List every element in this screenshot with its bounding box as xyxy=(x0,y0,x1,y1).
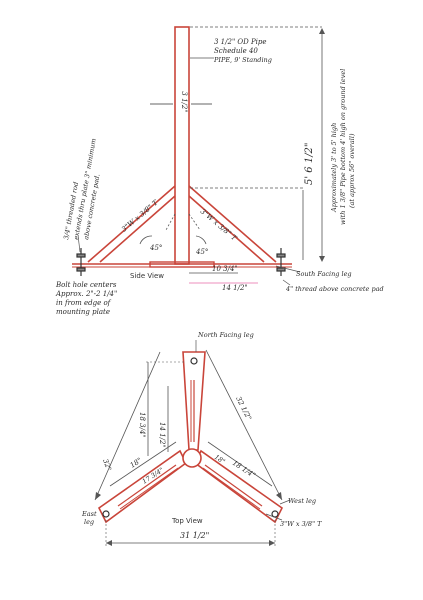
pipe-width-label: 3 1/2" xyxy=(180,91,188,112)
base-width-arrow-right xyxy=(269,540,275,546)
diag-left-arrow xyxy=(95,492,101,500)
side-view-title: Side View xyxy=(130,272,164,280)
north-leg-label: North Facing leg xyxy=(197,331,254,339)
east-arm-slot-2 xyxy=(119,467,179,510)
center-pipe xyxy=(182,448,202,468)
north-arm xyxy=(182,351,206,451)
arm-right-inner-label: 18" xyxy=(213,453,227,466)
base-outer-label: 14 1/2" xyxy=(222,284,248,292)
right-angle-label: 45° xyxy=(195,248,208,256)
east-leg-label-2: leg xyxy=(84,518,94,526)
bolt-centers-3: in from edge of xyxy=(56,299,112,307)
right-leg-inner xyxy=(188,195,265,263)
left-arm-dim xyxy=(109,441,177,487)
bolt-centers-4: mounting plate xyxy=(56,308,110,316)
diag-lower-left-label: 32" xyxy=(101,458,113,472)
bar-spec-label: 3"W x 3/8" T xyxy=(280,520,322,528)
east-leg-label-1: East xyxy=(81,510,97,518)
top-view-title: Top View xyxy=(171,517,203,525)
diag-dim-right xyxy=(205,349,283,501)
pipe-schedule-note: Schedule 40 xyxy=(214,47,258,55)
thread-note-leader xyxy=(282,279,291,286)
pipe-od-note: 3 1/2" OD Pipe xyxy=(214,38,267,46)
left-angle-arc xyxy=(139,235,153,245)
arm-left-outer-label: 18" xyxy=(129,456,144,469)
right-inner-angle xyxy=(188,213,201,231)
east-arm-slot xyxy=(117,464,177,507)
west-arm-slot-2 xyxy=(202,467,261,510)
left-vertical-label: 18 3/4" xyxy=(138,412,146,438)
side-view: 3 1/2" OD Pipe Schedule 40 PIPE, 9' Stan… xyxy=(55,26,384,316)
bolt-centers-1: Bolt hole centers xyxy=(55,281,117,289)
diag-dim-left xyxy=(94,351,161,501)
left-leg-inner xyxy=(99,195,176,263)
right-arm-dim xyxy=(207,441,273,487)
height-note-2: with 1 3/8" Pipe bottom 4' high on groun… xyxy=(339,69,347,225)
total-dim-arrow-bottom xyxy=(319,256,325,262)
bolt-note-leader xyxy=(77,234,81,253)
west-bolt-hole xyxy=(271,510,279,518)
base-inner-label: 10 3/4" xyxy=(212,265,238,273)
inner-vertical-label: 14 1/2" xyxy=(158,422,166,448)
west-leg-leader xyxy=(279,499,291,505)
bar-spec-leader xyxy=(265,513,283,521)
base-width-arrow-left xyxy=(106,540,112,546)
vertical-pipe xyxy=(174,26,190,265)
left-inner-angle xyxy=(165,213,176,231)
diag-upper-right-label: 32 1/2" xyxy=(234,395,253,421)
height-note-3: (at approx 56" overall) xyxy=(348,133,356,208)
base-width-label: 31 1/2" xyxy=(180,531,209,540)
east-bolt-hole xyxy=(102,510,110,518)
diag-right-arrow xyxy=(276,492,282,500)
left-angle-label: 45° xyxy=(149,244,162,252)
south-leg-leader xyxy=(275,265,301,273)
total-dim-arrow-top xyxy=(319,28,325,34)
thread-note: 4" thread above concrete pad xyxy=(285,285,384,293)
right-angle-arc xyxy=(195,235,207,245)
south-leg-label: South Facing leg xyxy=(296,270,352,278)
total-height-label: 5' 6 1/2" xyxy=(304,142,315,185)
left-leg-outer xyxy=(87,185,176,263)
pipe-spec-note: PIPE, 9' Standing xyxy=(213,56,272,64)
height-note-1: Approximately 3' to 5' high xyxy=(330,123,338,213)
west-leg-label: West leg xyxy=(288,497,316,505)
west-arm-slot xyxy=(204,464,263,507)
east-arm xyxy=(97,449,188,524)
left-bolt xyxy=(76,248,86,276)
top-view: North Facing leg 18 3/4" 14 1/2" 32 1/2"… xyxy=(81,331,322,548)
arm-right-outer-label: 18 1/4" xyxy=(231,459,257,480)
left-leg-label: 3"W x 3/8" T xyxy=(120,198,160,234)
bolt-centers-2: Approx. 2"-2 1/4" xyxy=(55,290,117,298)
north-bolt-hole xyxy=(190,357,198,365)
right-leg-outer xyxy=(188,185,277,263)
right-bolt xyxy=(276,248,286,276)
